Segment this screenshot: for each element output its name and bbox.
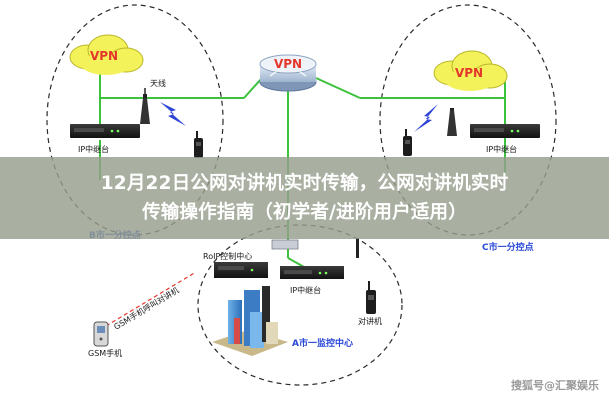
city-buildings-icon <box>212 286 288 356</box>
gsm-call-label: GSM手机呼叫对讲机 <box>112 285 181 332</box>
walkie-talkie-icon <box>403 129 412 156</box>
ip-relay-center-device <box>280 266 344 279</box>
wireless-bolt-icon <box>160 102 186 126</box>
antenna-label: 天线 <box>150 78 166 88</box>
ip-relay-center-label: IP中继台 <box>290 285 321 295</box>
region-c-circle <box>379 4 557 236</box>
wireless-bolt-icon <box>414 104 438 132</box>
region-c-label: C市一分控点 <box>482 241 534 253</box>
vpn-right-cloud: VPN <box>433 50 508 91</box>
vpn-center-router: VPN <box>259 54 317 92</box>
banner-title-line-2: 传输操作指南（初学者/进阶用户适用） <box>142 202 467 223</box>
vpn-left-label: VPN <box>90 49 118 63</box>
watermark: 搜狐号@汇聚娱乐 <box>511 379 599 392</box>
vpn-left-cloud: VPN <box>69 34 144 75</box>
region-a-circle <box>197 224 403 386</box>
title-banner: 12月22日公网对讲机实时传输，公网对讲机实时 传输操作指南（初学者/进阶用户适… <box>0 157 609 239</box>
vpn-center-label: VPN <box>274 57 302 71</box>
region-b-circle <box>46 4 224 236</box>
intercom-label: 对讲机 <box>358 316 382 326</box>
walkie-talkie-icon <box>194 131 203 158</box>
antenna-tower-icon <box>356 238 359 258</box>
ip-relay-left-device <box>70 124 140 138</box>
gsm-link-line <box>105 271 197 327</box>
gsm-phone-icon <box>93 321 109 347</box>
gsm-phone-label: GSM手机 <box>88 348 122 358</box>
walkie-talkie-icon <box>366 281 376 314</box>
antenna-tower-icon <box>447 108 457 136</box>
region-a-label: A市一监控中心 <box>292 337 353 349</box>
roip-control-device <box>214 262 268 278</box>
network-switch-icon <box>271 239 299 250</box>
banner-title-line-1: 12月22日公网对讲机实时传输，公网对讲机实时 <box>100 173 509 194</box>
ip-relay-left-label: IP中继台 <box>78 144 109 154</box>
antenna-tower-icon <box>140 88 150 124</box>
ip-relay-right-device <box>470 124 540 138</box>
ip-relay-right-label: IP中继台 <box>486 144 517 154</box>
roip-center-label: RoIP控制中心 <box>203 251 252 261</box>
vpn-right-label: VPN <box>455 66 483 80</box>
